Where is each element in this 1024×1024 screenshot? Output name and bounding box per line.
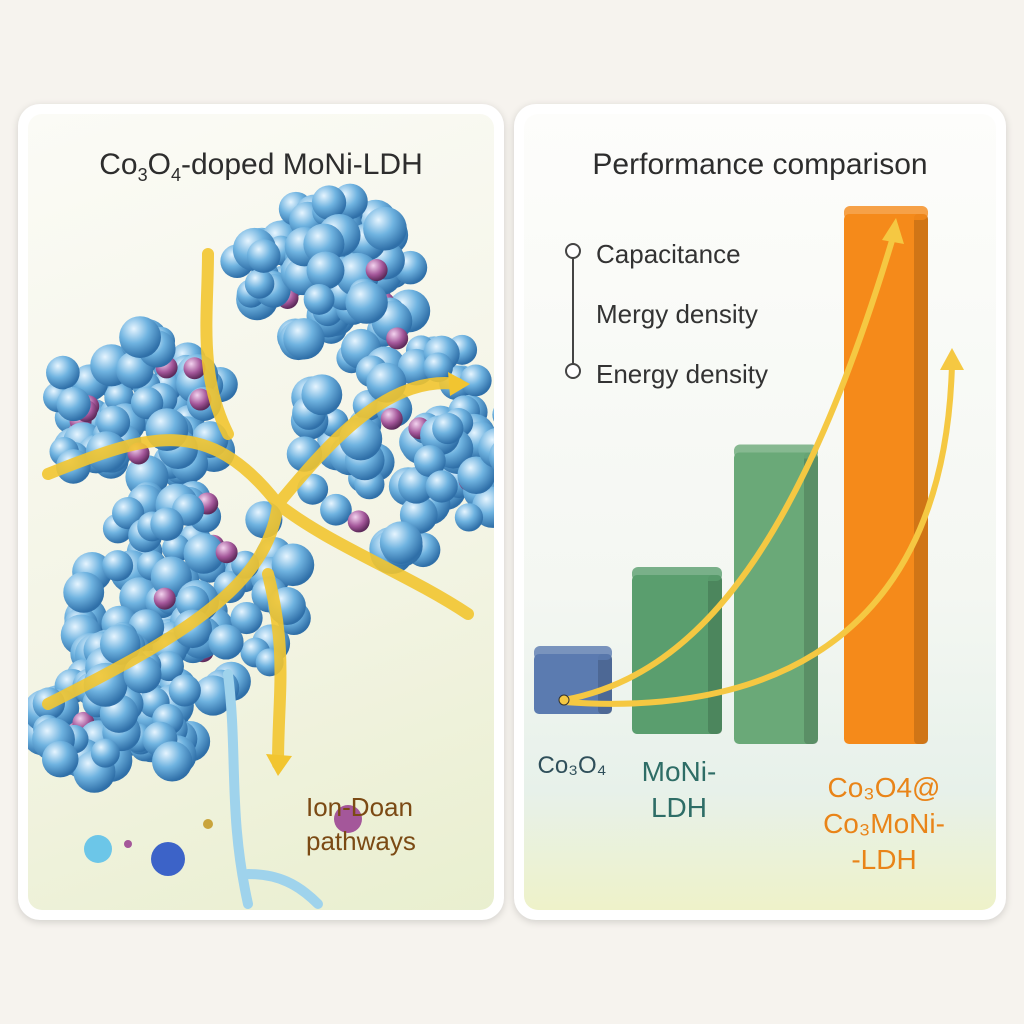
bar (534, 654, 612, 714)
legend-item: Energy density (596, 359, 768, 389)
sphere (208, 624, 244, 660)
dopant-sphere (183, 357, 206, 380)
ldh-cluster-illustration (28, 183, 494, 909)
sphere (303, 283, 335, 315)
ion-stream (223, 669, 323, 909)
sphere (320, 493, 352, 526)
sphere (119, 316, 162, 359)
sphere (96, 405, 131, 440)
loose-particle (151, 842, 185, 876)
sphere (459, 364, 492, 397)
legend: Capacitance Mergy density Energy density (565, 239, 768, 419)
sphere (301, 374, 343, 416)
sphere (152, 741, 193, 782)
sphere (423, 352, 453, 383)
dopant-sphere (365, 259, 388, 282)
bar-side-shade (914, 214, 928, 744)
sphere (271, 543, 315, 587)
sphere (56, 387, 91, 422)
dopant-sphere (153, 587, 176, 610)
sphere (244, 269, 275, 299)
sphere (154, 651, 184, 682)
sphere (162, 534, 191, 563)
sphere (457, 456, 494, 495)
bar (734, 452, 818, 744)
sphere (432, 412, 464, 445)
dopant-sphere (386, 327, 409, 350)
sphere (183, 533, 225, 574)
sphere (46, 355, 80, 390)
sphere (150, 556, 192, 598)
sphere (379, 521, 423, 565)
legend-dot-icon (565, 243, 581, 259)
left-panel-title: Co3O4-doped MoNi-LDH (99, 148, 423, 185)
bar-label-composite: Co₃O4@Co₃MoNi--LDH (823, 772, 945, 875)
sphere (454, 503, 484, 532)
sphere (90, 738, 120, 768)
dopant-sphere (215, 541, 238, 564)
dopant-sphere (380, 407, 403, 430)
bar-label-moni-ldh: MoNi-LDH (641, 756, 717, 823)
sphere (246, 239, 281, 273)
legend-item: Mergy density (596, 299, 758, 329)
sphere (488, 443, 494, 470)
sphere (311, 185, 347, 220)
bar-illustration (534, 206, 964, 744)
dopant-sphere (347, 510, 370, 533)
growth-arrow (563, 233, 897, 703)
arrow-head-icon (940, 348, 964, 370)
sphere (192, 675, 234, 716)
arrow-head-icon (882, 218, 904, 244)
loose-particle (124, 840, 132, 848)
sphere (230, 601, 263, 635)
sphere (425, 470, 458, 503)
sphere (283, 318, 325, 360)
bar-top (632, 567, 722, 581)
loose-particle (84, 835, 112, 863)
right-panel: Performance comparison Capacitance Mergy… (514, 104, 1006, 920)
bar-top (534, 646, 612, 660)
loose-particle (203, 819, 213, 829)
sphere (492, 407, 494, 422)
legend-item: Capacitance (596, 239, 741, 269)
arrow-origin-dot (558, 694, 570, 706)
sphere (168, 674, 201, 707)
sphere (345, 281, 388, 324)
loose-particle (334, 805, 362, 833)
sphere (150, 507, 184, 541)
arrow-head-icon (448, 372, 470, 396)
legend-line (572, 251, 574, 375)
bar-top (844, 206, 928, 220)
sphere (363, 206, 407, 251)
bar-side-shade (598, 654, 612, 714)
sphere (42, 740, 79, 778)
legend-dot-icon (565, 363, 581, 379)
sphere (306, 251, 345, 290)
sphere (63, 571, 105, 613)
dopant-sphere (189, 388, 212, 411)
growth-arrow (563, 363, 955, 707)
arrow-head-icon (266, 754, 292, 776)
sphere (102, 550, 134, 582)
sphere (413, 445, 446, 477)
right-panel-title: Performance comparison (592, 148, 928, 181)
bar-side-shade (708, 575, 722, 734)
sphere (130, 386, 164, 420)
bar-side-shade (804, 452, 818, 744)
bar-top (734, 444, 818, 459)
ion-pathway-arrows (42, 248, 474, 770)
bar-label-co3o4: Co₃O₄ (537, 752, 607, 779)
